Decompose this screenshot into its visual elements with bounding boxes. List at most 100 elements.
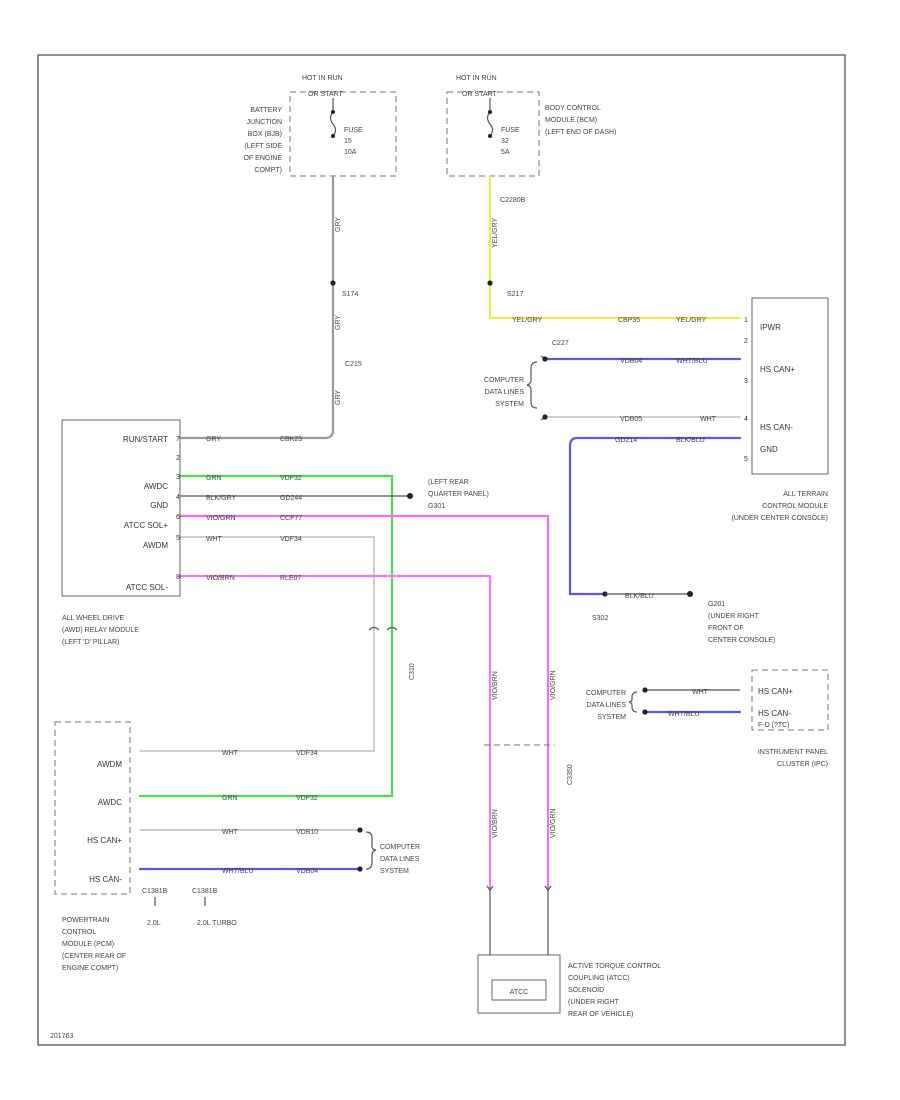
ground-g301-desc-3: G301 [428,503,445,510]
atcm-box [751,297,829,475]
bjb-fuse-label: FUSE [344,127,363,134]
wire-vio-grn-label-2: VIO/GRN [550,670,557,700]
wire-vio-brn-label-3: VIO/BRN [492,809,499,838]
ipc-desc-1: INSTRUMENT PANEL [758,749,828,756]
splice-s217 [487,280,493,286]
bcm-subheader: OR START [462,91,497,98]
wire-wht-label-awd: WHT [206,536,223,543]
circuit-gd244-label: GD244 [280,495,302,502]
ipc-pin-label-2: HS CAN- [758,709,791,718]
datalink-ipc-2: DATA LINES [587,702,627,709]
wire-vio-grn-label-3: VIO/GRN [550,808,557,838]
bjb-desc-5: OF ENGINE [243,155,282,162]
ground-g201-desc-3: FRONT OF [708,625,744,632]
bcm-desc-3: (LEFT END OF DASH) [545,129,616,136]
datalink-pcm-3: SYSTEM [380,868,409,875]
splice-s174-label: S174 [342,291,358,298]
ground-g201-desc-4: CENTER CONSOLE) [708,637,775,644]
pcm-desc-3: MODULE (PCM) [62,941,114,948]
atcm-pin-label-5: GND [760,445,778,454]
bjb-desc-2: JUNCTION [247,119,282,126]
awd-relay-module: RUN/START 7 2 AWDC 3 GND 4 ATCC SOL+ 6 A… [61,419,181,646]
atcm-desc-1: ALL TERRAIN [783,491,828,498]
circuit-rle07-label: RLE07 [280,575,302,582]
awd-pin-label-6: ATCC SOL+ [124,521,168,530]
wire-gry-run-start [178,174,335,440]
atcm-pin-num-3: 3 [744,378,748,385]
bjb-fuse-number: 15 [344,138,352,145]
awd-pin-num-8: 8 [176,574,180,581]
atcm-pin-label-4: HS CAN- [760,423,793,432]
diagram-frame [37,54,846,1046]
wire-wht-awdm [139,536,375,752]
wire-yel-gry-label-1: YEL/GRY [492,217,499,248]
awd-pin-label-3: AWDC [144,482,168,491]
datalink-atcm-1: COMPUTER [484,377,524,384]
atcm-pin-num-5: 5 [744,456,748,463]
ipc-sub: F-D (?TC) [758,722,790,729]
circuit-vdf32-label-2: VDF32 [296,795,318,802]
wire-wht-label-pcm-1: WHT [222,750,239,757]
splice-s174 [330,280,336,286]
pcm-desc-1: POWERTRAIN [62,917,109,924]
splice-s302-label: S302 [592,615,608,622]
instrument-panel-cluster: HS CAN+ HS CAN- F-D (?TC) INSTRUMENT PAN… [751,669,829,768]
atcc-desc-3: SOLENOID [568,987,604,994]
atcc-desc-1: ACTIVE TORQUE CONTROL [568,963,661,970]
bcm-fuse-module: HOT IN RUN OR START FUSE 32 5A BODY CONT… [446,75,616,177]
wire-blk-gry-label: BLK/GRY [206,495,237,502]
ground-g201-desc: G201 (UNDER RIGHT FRONT OF CENTER CONSOL… [708,601,775,644]
circuit-ccf77-label: CCF77 [280,515,302,522]
pcm-pin-label-hs-can-plus: HS CAN+ [87,836,122,845]
connector-c3350-label: C3350 [567,764,574,785]
wire-gry-awd-label: GRY [206,436,221,443]
powertrain-control-module: AWDM AWDC HS CAN+ HS CAN- C1381B C1381B … [54,721,237,972]
circuit-vdb04-label: VDB04 [620,358,642,365]
atcc-desc-5: REAR OF VEHICLE) [568,1011,633,1018]
awd-pin-num-4: 4 [176,494,180,501]
datalink-atcm-3: SYSTEM [495,401,524,408]
wire-vio-grn-atcc-plus [178,514,550,892]
bjb-desc-3: BOX (BJB) [248,131,282,138]
connector-c2280b-label: C2280B [500,197,526,204]
pcm-desc-4: (CENTER REAR OF [62,953,126,960]
circuit-vdb04-label-2: VDB04 [296,868,318,875]
bcm-box [446,91,540,177]
wire-blk-blu-label-1: BLK/BLU [676,437,705,444]
bjb-box [289,91,397,177]
awd-pin-label-8: ATCC SOL- [126,583,168,592]
datalink-ipc-3: SYSTEM [597,714,626,721]
ground-g201-desc-2: (UNDER RIGHT [708,613,760,620]
wire-wht-blu-label-pcm: WHT/BLU [222,868,254,875]
atcm-pin-label-1: IPWR [760,323,781,332]
wire-vio-brn-label-1: VIO/BRN [206,575,235,582]
atcc-inner-label: ATCC [510,989,529,996]
bcm-fuse-label: FUSE [501,127,520,134]
wire-wht-blu-label-ipc: WHT/BLU [668,711,700,718]
circuit-cbp35-label: CBP35 [618,317,640,324]
awd-pin-label-1: RUN/START [123,435,168,444]
atcm-pin-num-1: 1 [744,317,748,324]
wire-gry-label-1: GRY [335,217,342,232]
connector-c215-label: C215 [345,361,362,368]
bcm-fuse-number: 32 [501,138,509,145]
pcm-connector-2: C1381B [192,888,218,895]
connector-c227-label: C227 [552,340,569,347]
atcm-desc-2: CONTROL MODULE [762,503,828,510]
atcm-pin-num-2: 2 [744,338,748,345]
bjb-subheader: OR START [308,91,343,98]
splice-s217-label: S217 [507,291,523,298]
atcc-solenoid: ATCC ACTIVE TORQUE CONTROL COUPLING (ATC… [477,885,661,1018]
circuit-cbk23-label: CBK23 [280,436,302,443]
ground-g301 [407,493,413,499]
wire-grn-label-1: GRN [206,475,222,482]
wire-blk-blu-label-2: BLK/BLU [625,593,654,600]
pcm-variant-1: 2.0L [147,920,161,927]
circuit-gd214-label: GD214 [615,437,637,444]
circuit-vdb10-label: VDB10 [296,829,318,836]
awd-desc-3: (LEFT 'D' PILLAR) [62,639,119,646]
datalink-atcm-2: DATA LINES [485,389,525,396]
atcc-outer-box [477,954,561,1014]
datalink-pcm-1: COMPUTER [380,844,420,851]
